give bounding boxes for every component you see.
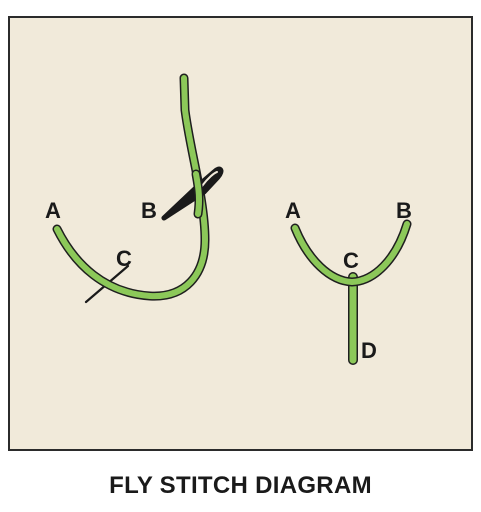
step1-label-a: A [45, 198, 61, 223]
needle-eye [201, 171, 218, 187]
diagram-panel [8, 16, 473, 451]
step2-label-c: C [343, 248, 359, 273]
thread-front [193, 171, 203, 217]
v-stitch [292, 221, 410, 286]
step2-label-b: B [396, 198, 412, 223]
step1-label-c: C [116, 246, 132, 271]
step2-illustration: A B C D [285, 198, 412, 365]
step2-label-d: D [361, 338, 377, 363]
step2-label-a: A [285, 198, 301, 223]
diagram-title: FLY STITCH DIAGRAM [109, 472, 372, 499]
thread [54, 75, 209, 300]
step1-label-b: B [141, 198, 157, 223]
step1-illustration: A B C [45, 73, 224, 304]
